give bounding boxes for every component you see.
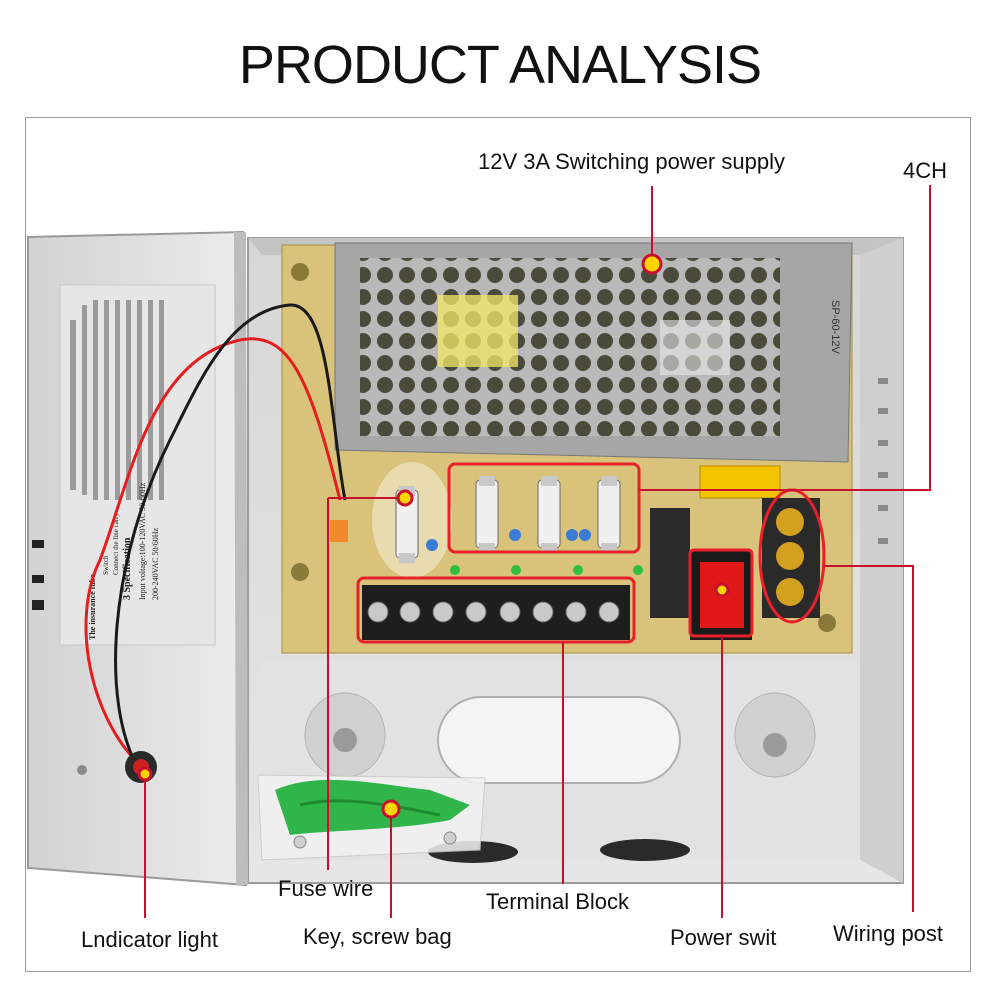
power-switch-dot bbox=[714, 582, 730, 598]
fuse-dot bbox=[396, 489, 414, 507]
terminal-block bbox=[362, 585, 630, 640]
terminal-block-label: Terminal Block bbox=[486, 889, 630, 914]
fuse-holders bbox=[330, 462, 643, 578]
power-switch-label: Power swit bbox=[670, 925, 777, 950]
indicator-light-label: Lndicator light bbox=[81, 927, 218, 952]
callout-lines bbox=[144, 185, 931, 918]
door-connect-line: Connect the line carry bbox=[112, 512, 120, 575]
page-title: PRODUCT ANALYSIS bbox=[238, 35, 762, 95]
indicator-dot bbox=[137, 766, 153, 782]
fuse-wire-label: Fuse wire bbox=[278, 876, 374, 901]
key-screw-bag bbox=[257, 774, 486, 861]
screw-bag-dot bbox=[381, 799, 401, 819]
door-insurance-tube: The insurance tube bbox=[88, 574, 97, 640]
power-supply-label: 12V 3A Switching power supply bbox=[478, 149, 785, 174]
door-spec-heading: 3 Specification bbox=[122, 537, 133, 600]
callout-dots bbox=[137, 253, 730, 819]
door-switch: Switch bbox=[102, 555, 110, 575]
wiring-post-terminals bbox=[762, 498, 820, 618]
door-spec-input-2: 200-240VAC 50/60Hz bbox=[151, 527, 160, 600]
key-screw-bag-label: Key, screw bag bbox=[303, 924, 452, 949]
terminal-block-highlight bbox=[356, 576, 636, 644]
channels-label: 4CH bbox=[903, 158, 948, 183]
wiring-post-label: Wiring post bbox=[833, 921, 944, 946]
enclosure-door: 3 Specification Input voltage:100-120VAC… bbox=[27, 230, 248, 887]
switching-power-supply-module: SP-60-12V bbox=[334, 242, 853, 463]
channels-highlight bbox=[447, 462, 641, 554]
power-supply-dot bbox=[641, 253, 663, 275]
module-model-label: SP-60-12V bbox=[829, 300, 841, 354]
door-spec-input-1: Input voltage:100-120VAC 50-60Hz bbox=[138, 482, 147, 600]
